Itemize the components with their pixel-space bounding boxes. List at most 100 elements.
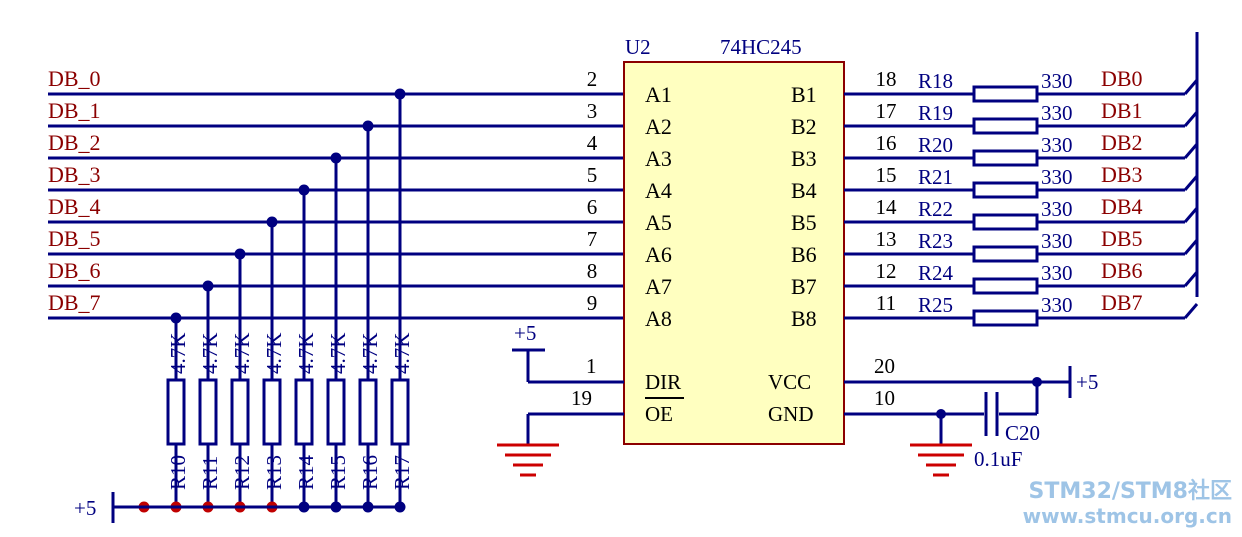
watermark-title: STM32/STM8社区: [1029, 478, 1232, 504]
series-resistor-ref: R20: [918, 133, 953, 157]
a-pin-name: A8: [645, 306, 672, 331]
capacitor-ref: C20: [1005, 421, 1040, 445]
left-net-label: DB_4: [48, 194, 101, 219]
right-net-label: DB2: [1101, 130, 1143, 155]
gnd-ground-symbol: [910, 443, 972, 477]
gnd-pin-number: 10: [874, 386, 895, 410]
series-resistor: [972, 85, 1039, 103]
left-net-label: DB_2: [48, 130, 101, 155]
dir-pin-name: DIR: [645, 370, 681, 394]
pullup-value: 4.7K: [166, 333, 190, 374]
gnd-pin-name: GND: [768, 402, 814, 426]
pullup-value: 4.7K: [358, 333, 382, 374]
series-resistor: [972, 309, 1039, 327]
vcc-pin-name: VCC: [768, 370, 811, 394]
a-pin-number: 4: [587, 131, 598, 155]
b-pin-number: 15: [876, 163, 897, 187]
oe-ground-symbol: [497, 443, 559, 477]
right-net-label: DB5: [1101, 226, 1143, 251]
pullup-resistor: [358, 378, 378, 446]
pullup-value: 4.7K: [294, 333, 318, 374]
b-pin-number: 13: [876, 227, 897, 251]
pullup-value: 4.7K: [390, 333, 414, 374]
oe-pin-number: 19: [571, 386, 592, 410]
pullup-resistor-bank: 4.7KR104.7KR114.7KR124.7KR134.7KR144.7KR…: [138, 94, 414, 513]
dir-pin-number: 1: [586, 354, 597, 378]
pullup-ref: R15: [326, 455, 350, 490]
a-pin-number: 6: [587, 195, 598, 219]
oe-pin-name: OE: [645, 402, 673, 426]
left-net-label: DB_3: [48, 162, 101, 187]
pullup-plus5-label: +5: [74, 496, 96, 520]
b-pin-number: 16: [876, 131, 897, 155]
pullup-ref: R13: [262, 455, 286, 490]
b-pin-name: B3: [791, 146, 817, 171]
series-resistor-value: 330: [1041, 261, 1073, 285]
right-net-label: DB7: [1101, 290, 1143, 315]
a-pin-number: 8: [587, 259, 598, 283]
series-resistor-value: 330: [1041, 69, 1073, 93]
b-pin-name: B6: [791, 242, 817, 267]
b-pin-number: 17: [876, 99, 897, 123]
a-pin-name: A6: [645, 242, 672, 267]
b-pin-number: 11: [876, 291, 896, 315]
pullup-value: 4.7K: [326, 333, 350, 374]
series-resistor: [972, 181, 1039, 199]
ic-designator: U2: [625, 35, 651, 59]
series-resistor-value: 330: [1041, 229, 1073, 253]
series-resistor-ref: R21: [918, 165, 953, 189]
pullup-value: 4.7K: [198, 333, 222, 374]
a-pin-name: A4: [645, 178, 672, 203]
series-resistor-ref: R24: [918, 261, 954, 285]
series-resistor: [972, 149, 1039, 167]
pullup-ref: R17: [390, 455, 414, 490]
series-resistor-value: 330: [1041, 165, 1073, 189]
pullup-resistor: [294, 378, 314, 446]
series-resistor-ref: R19: [918, 101, 953, 125]
series-resistor-value: 330: [1041, 101, 1073, 125]
pullup-ref: R14: [294, 454, 318, 490]
a-pin-number: 7: [587, 227, 598, 251]
b-pin-number: 18: [876, 67, 897, 91]
series-resistor-ref: R18: [918, 69, 953, 93]
a-pin-number: 5: [587, 163, 598, 187]
pullup-ref: R16: [358, 455, 382, 490]
pullup-resistor: [230, 378, 250, 446]
vcc-pin-number: 20: [874, 354, 895, 378]
dir-plus5-label: +5: [514, 321, 536, 345]
b-pin-number: 12: [876, 259, 897, 283]
series-resistor-ref: R23: [918, 229, 953, 253]
series-resistor-ref: R25: [918, 293, 953, 317]
pullup-ref: R11: [198, 456, 222, 490]
left-net-label: DB_6: [48, 258, 101, 283]
series-resistor: [972, 245, 1039, 263]
pullup-resistor: [326, 378, 346, 446]
series-resistor: [972, 117, 1039, 135]
a-pin-name: A7: [645, 274, 672, 299]
decoupling-capacitor: [984, 392, 999, 436]
a-pin-number: 2: [587, 67, 598, 91]
control-pins: +5 1 DIR 19 OE +5 20 VCC: [497, 321, 1098, 477]
right-net-label: DB3: [1101, 162, 1143, 187]
pullup-resistor: [262, 378, 282, 446]
a-pin-number: 3: [587, 99, 598, 123]
pullup-value: 4.7K: [230, 333, 254, 374]
left-net-label: DB_1: [48, 98, 101, 123]
right-net-label: DB6: [1101, 258, 1143, 283]
series-resistor: [972, 213, 1039, 231]
pullup-resistor: [166, 378, 186, 446]
vcc-plus5-label: +5: [1076, 370, 1098, 394]
b-pin-name: B5: [791, 210, 817, 235]
pullup-ref: R10: [166, 455, 190, 490]
series-resistor-value: 330: [1041, 133, 1073, 157]
a-pin-name: A2: [645, 114, 672, 139]
b-pin-name: B4: [791, 178, 817, 203]
ic-part-number: 74HC245: [720, 35, 802, 59]
a-pin-name: A1: [645, 82, 672, 107]
a-pin-name: A5: [645, 210, 672, 235]
right-net-label: DB0: [1101, 66, 1143, 91]
